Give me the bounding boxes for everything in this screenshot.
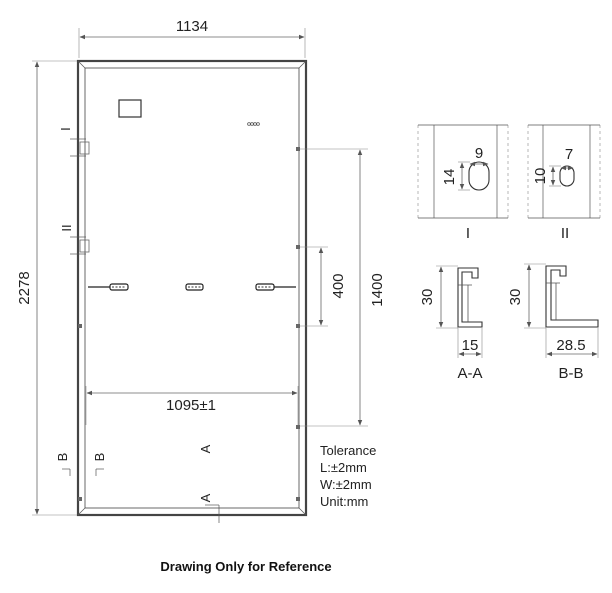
inner-width-dimension: 1095±1 [85,386,299,425]
section-bb-width: 28.5 [556,337,585,354]
svg-text:A: A [198,493,213,502]
overall-width-dimension: 1134 [78,18,306,58]
detail-ii: 7 10 II [527,124,601,242]
tolerance-notes: Tolerance L:±2mm W:±2mm Unit:mm [320,443,376,509]
detail-i-hole-height: 14 [441,169,458,186]
svg-text:B: B [92,453,107,462]
detail-i-hole-width: 9 [475,145,483,162]
height-label: 2278 [16,271,33,304]
detail-i-caption: I [466,225,470,242]
width-label: 1134 [176,18,208,35]
section-aa-width: 15 [462,337,479,354]
barcode-mark [247,122,260,126]
tolerance-title: Tolerance [320,443,376,458]
nameplate-box [118,99,142,118]
svg-text:B: B [55,453,70,462]
overall-height-dimension: 2278 [16,60,78,516]
detail-i: 9 14 I [417,124,509,242]
section-aa-caption: A-A [457,365,482,382]
center-spacing-dimension: 400 [300,246,347,327]
section-aa: 30 15 A-A [419,265,483,382]
detail-ii-caption: II [561,225,569,242]
svg-text:A: A [198,444,213,453]
detail-ii-hole-width: 7 [565,146,573,163]
section-bb-caption: B-B [558,365,583,382]
section-aa-height: 30 [419,289,436,306]
center-spacing-label: 400 [330,273,347,298]
junction-boxes [88,283,296,291]
module-frame: I II B B A A [55,59,308,523]
grounding-tab-ii [70,236,90,255]
tolerance-unit: Unit:mm [320,494,368,509]
tolerance-length: L:±2mm [320,460,367,475]
section-bb: 30 28.5 B-B [507,263,599,382]
mount-spacing-label: 1400 [369,273,386,306]
detail-ii-hole-height: 10 [532,168,549,185]
section-mark-ii: II [59,224,74,231]
reference-caption: Drawing Only for Reference [160,559,332,574]
section-a-marks: A A [198,444,220,523]
mounting-spacing-dimension: 1400 [300,148,386,427]
tolerance-width: W:±2mm [320,477,372,492]
grounding-tab-i [70,138,90,157]
section-mark-i: I [58,127,73,131]
inner-width-label: 1095±1 [166,397,216,414]
section-b-marks: B B [55,453,107,476]
section-bb-height: 30 [507,289,524,306]
